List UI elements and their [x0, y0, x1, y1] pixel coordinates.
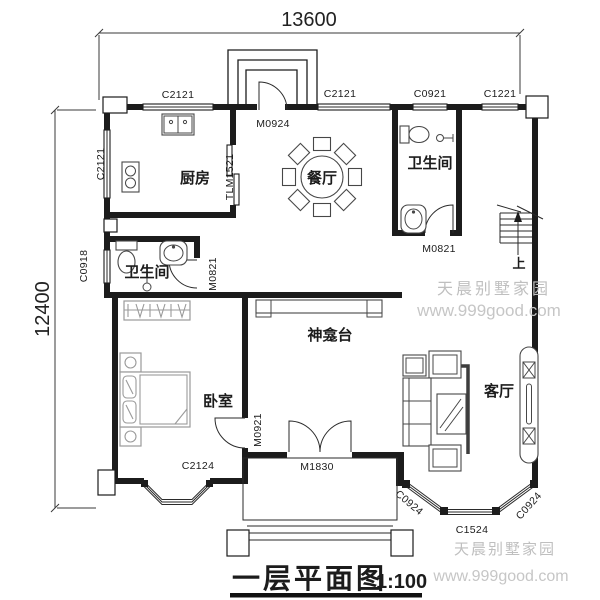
walls: [97, 95, 549, 496]
window-label: C0924: [514, 490, 545, 522]
bath-left-sink: [159, 240, 188, 266]
window-label: C1524: [456, 524, 488, 536]
room-label-dining: 餐厅: [307, 169, 337, 187]
sofa-set: [402, 350, 470, 472]
stairs-up-label: 上: [512, 256, 525, 271]
bath-left-drain: [142, 276, 152, 292]
drawing-title: 一层平面图: [232, 563, 387, 594]
room-label-bath-left: 卫生间: [124, 263, 169, 281]
room-label-living: 客厅: [483, 382, 514, 400]
bath-top-toilet: [399, 125, 430, 144]
room-label-shrine: 神龛台: [307, 326, 352, 344]
room-label-bedroom: 卧室: [203, 392, 233, 410]
door-main-entry: M1830: [288, 420, 352, 473]
dimension-left-value: 12400: [32, 281, 54, 337]
room-labels: 厨房 餐厅 卫生间 卫生间 神龛台 卧室 客厅: [124, 154, 514, 410]
watermark-brand: 天晨别墅家园: [437, 280, 551, 298]
watermark-site: www.999good.com: [416, 301, 561, 320]
dimension-top: 13600: [94, 9, 525, 100]
title-underline: [230, 593, 422, 598]
bed: [119, 352, 191, 447]
bath-top-sink: [400, 204, 427, 234]
window-bedroom-bay: C2124: [141, 460, 214, 505]
windows: C2121 C2121 C0921 C1221 C2121 C0918: [78, 88, 544, 536]
window-label: C2121: [324, 88, 356, 100]
entrance-steps: [226, 457, 414, 557]
window-label: C0918: [78, 250, 90, 282]
shrine-shelf: [255, 299, 383, 318]
door-label: M0921: [252, 413, 264, 447]
entry-porch: [227, 49, 318, 104]
window-label: C0921: [414, 88, 446, 100]
watermark-brand: 天晨别墅家园: [454, 541, 556, 558]
door-entry-top: M0924: [256, 81, 290, 130]
window-kitchen-top: C2121: [142, 89, 214, 111]
door-label: M0821: [422, 243, 456, 255]
window-stairhall-top: C1221: [481, 88, 519, 111]
wardrobe: [123, 300, 191, 321]
window-kitchen-left: C2121: [95, 129, 111, 199]
corner-pier: [525, 95, 549, 119]
watermark-bottom: 天晨别墅家园 www.999good.com: [432, 541, 568, 585]
watermark-site: www.999good.com: [432, 568, 568, 585]
window-dining-top: C2121: [317, 88, 391, 111]
dimension-left: 12400: [32, 105, 96, 513]
corner-pier: [103, 218, 118, 233]
dimension-top-value: 13600: [281, 9, 337, 31]
bath-left-toilet: [115, 240, 138, 274]
window-label: C1221: [484, 88, 516, 100]
window-label: C2121: [95, 148, 107, 180]
door-label: M1830: [300, 461, 334, 473]
window-label: C2121: [162, 89, 194, 101]
doors: M0924 TLM1521 M0821 M0821 M0921 M1830: [168, 81, 456, 473]
dining-table: [281, 136, 363, 218]
stairs: 上: [496, 204, 544, 271]
door-label: M0821: [207, 257, 219, 291]
bath-top-faucet: [436, 134, 454, 142]
window-bath-top: C0921: [412, 88, 448, 111]
door-bedroom: M0921: [214, 413, 264, 449]
door-label: M0924: [256, 118, 290, 130]
watermark-middle: 天晨别墅家园 www.999good.com: [416, 280, 561, 320]
room-label-bath-top: 卫生间: [407, 154, 452, 172]
window-label: C2124: [182, 460, 214, 472]
corner-pier: [97, 469, 116, 496]
title-block: 一层平面图 1:100: [230, 563, 427, 598]
kitchen-sink: [161, 113, 195, 136]
tv-cabinet: [519, 346, 539, 464]
kitchen-stove: [121, 161, 140, 193]
drawing-scale: 1:100: [376, 571, 427, 593]
window-living-bay: C0924 C1524 C0924: [393, 480, 545, 536]
door-kitchen-sliding: TLM1521: [224, 144, 240, 206]
room-label-kitchen: 厨房: [180, 169, 210, 187]
window-bath-left: C0918: [78, 249, 111, 284]
corner-pier: [102, 96, 128, 114]
door-label: TLM1521: [224, 154, 236, 200]
